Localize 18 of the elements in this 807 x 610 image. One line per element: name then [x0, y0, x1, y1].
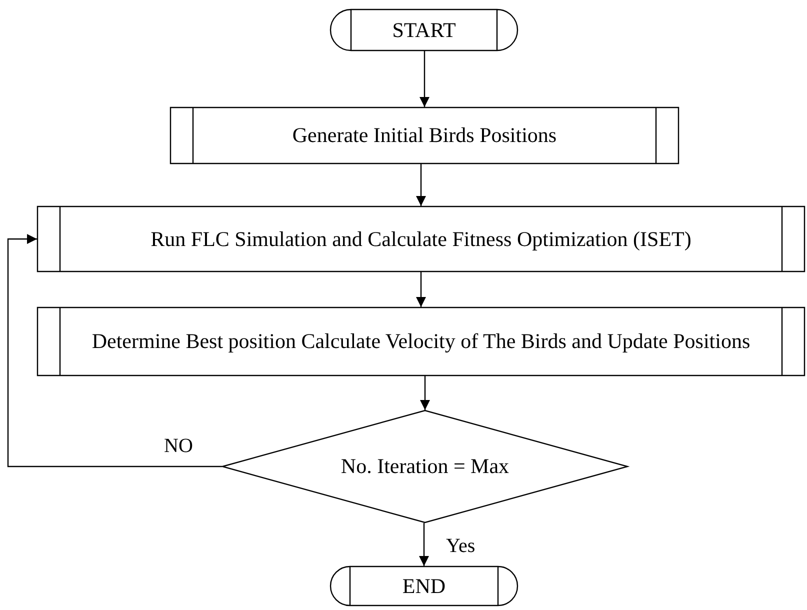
predefined-process-box: [37, 206, 805, 272]
arrow: [7, 234, 222, 468]
node-label: No. Iteration = Max: [340, 453, 510, 480]
decision-diamond: [222, 410, 628, 523]
node-label: Run FLC Simulation and Calculate Fitness Optimization (ISET): [150, 226, 692, 253]
predefined-process-box: [170, 107, 679, 164]
node-label: START: [392, 16, 456, 44]
arrow: [420, 376, 430, 410]
arrow: [419, 523, 429, 566]
node-label: END: [402, 572, 446, 600]
predefined-process-box: [37, 307, 805, 376]
terminator-shape: [330, 566, 518, 606]
node-label: Determine Best position Calculate Velocity of The Birds and Update Positions: [92, 328, 750, 356]
arrow: [416, 164, 426, 206]
terminator-shape: [330, 9, 518, 51]
arrow: [420, 51, 430, 107]
arrow: [416, 272, 426, 307]
node-label: Generate Initial Birds Positions: [292, 122, 557, 150]
